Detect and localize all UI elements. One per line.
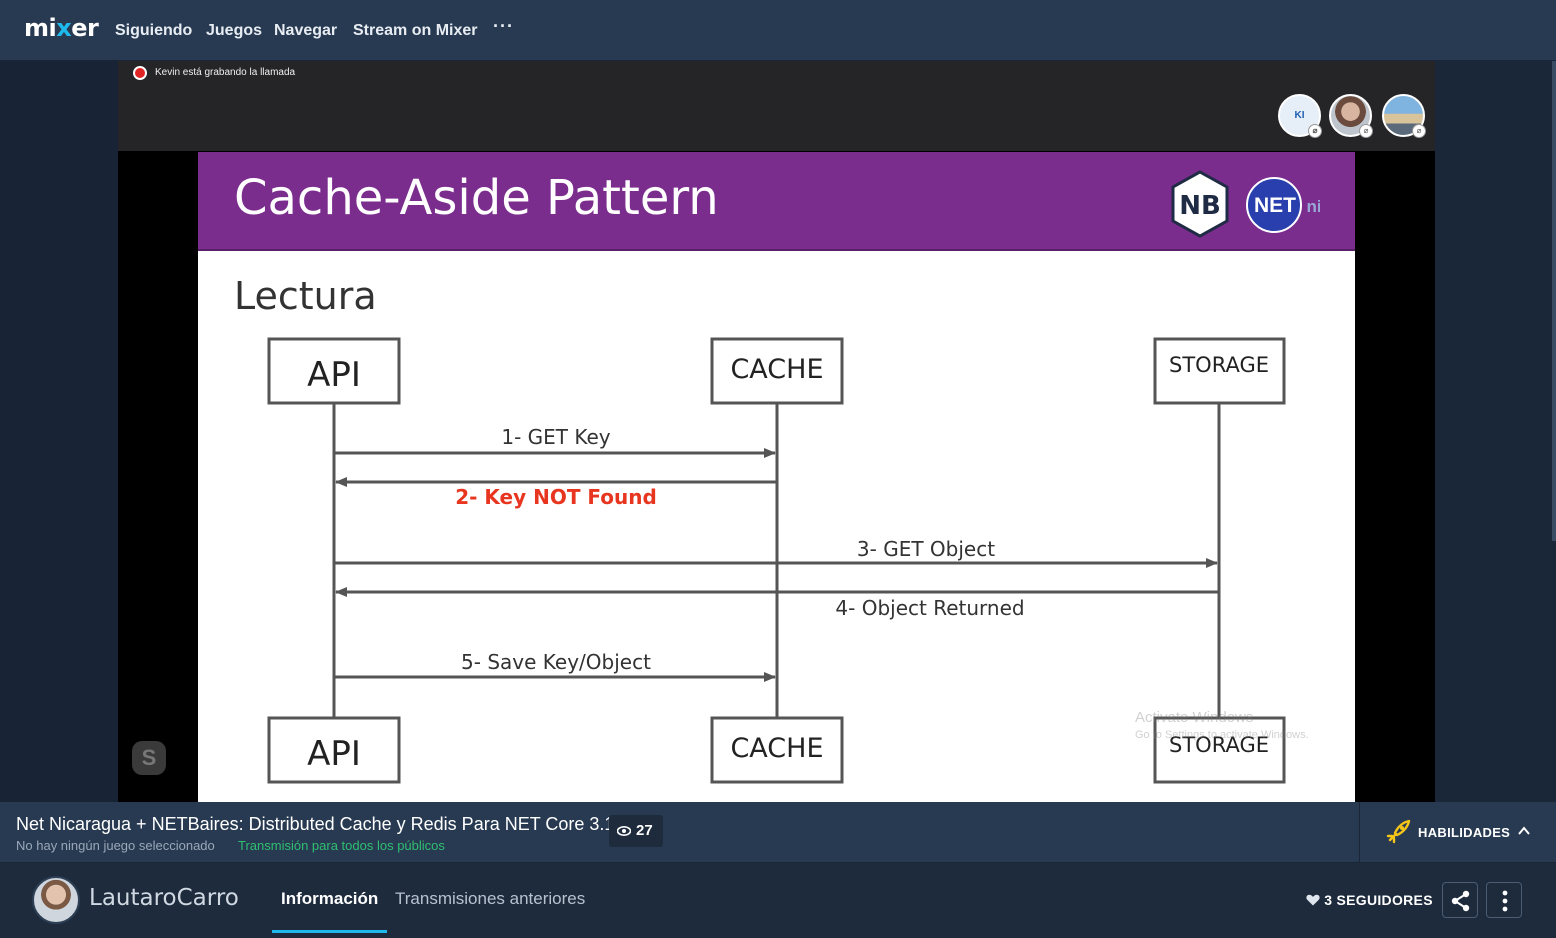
api-box-top-label: API: [307, 355, 361, 395]
nav-navegar[interactable]: Navegar: [274, 22, 338, 39]
viewer-count: 27: [609, 815, 663, 847]
mic-muted-icon: ⌀: [1359, 124, 1373, 138]
viewer-count-value: 27: [636, 822, 653, 839]
active-tab-indicator: [272, 930, 387, 933]
video-player[interactable]: Kevin está grabando la llamada KI⌀ ⌀ ⌀ C…: [118, 61, 1435, 802]
slide-title: Cache-Aside Pattern: [234, 170, 719, 226]
api-box-top: API: [267, 337, 401, 405]
presentation-slide: Cache-Aside Pattern NB NET ni Lectura: [198, 152, 1355, 802]
storage-box-top-label: STORAGE: [1169, 353, 1269, 377]
netni-logo-icon: NET ni: [1246, 177, 1320, 233]
followers-count: 3 SEGUIDORES: [1324, 892, 1433, 908]
chevron-up-icon: [1518, 826, 1530, 835]
rocket-icon: [1386, 819, 1411, 844]
step-4-label: 4- Object Returned: [835, 596, 1024, 620]
api-box-bottom-label: API: [307, 734, 361, 774]
sequence-diagram: API CACHE STORAGE API CACHE STORAGE: [267, 337, 1286, 784]
step-1-label: 1- GET Key: [501, 425, 610, 449]
stream-title: Net Nicaragua + NETBaires: Distributed C…: [16, 814, 615, 834]
cache-box-bottom-label: CACHE: [730, 733, 823, 764]
more-options-button[interactable]: [1486, 882, 1522, 918]
tab-transmisiones-anteriores[interactable]: Transmisiones anteriores: [395, 889, 586, 908]
mic-muted-icon: ⌀: [1412, 124, 1426, 138]
skype-icon: S: [132, 741, 166, 775]
logo-text-a: mi: [24, 14, 57, 42]
logo-text-x: x: [56, 14, 72, 42]
recording-icon: [133, 66, 147, 80]
mic-muted-icon: ⌀: [1308, 124, 1322, 138]
step-3-label: 3- GET Object: [857, 537, 995, 561]
step-5-label: 5- Save Key/Object: [461, 650, 651, 674]
tab-informacion[interactable]: Información: [281, 889, 379, 908]
cache-box-top: CACHE: [710, 337, 844, 405]
storage-box-bottom-label: STORAGE: [1169, 733, 1269, 757]
logo-text-b: er: [71, 14, 99, 42]
heart-icon: [1306, 894, 1320, 906]
kebab-menu-icon: [1502, 890, 1508, 912]
scrollbar[interactable]: [1552, 61, 1556, 541]
api-box-bottom: API: [267, 716, 401, 784]
slide-header: Cache-Aside Pattern NB NET ni: [198, 152, 1355, 251]
ni-logo-text: ni: [1306, 197, 1320, 216]
participant-initials: KI: [1294, 110, 1305, 121]
channel-avatar[interactable]: [32, 876, 80, 924]
game-label[interactable]: No hay ningún juego seleccionado: [16, 838, 215, 853]
channel-profile-bar: LautaroCarro Información Transmisiones a…: [0, 863, 1556, 938]
nav-stream-on-mixer[interactable]: Stream on Mixer: [353, 22, 478, 39]
call-bar: Kevin está grabando la llamada KI⌀ ⌀ ⌀: [118, 61, 1435, 151]
storage-box-top: STORAGE: [1153, 337, 1286, 405]
recording-text: Kevin está grabando la llamada: [155, 67, 296, 78]
side-gutter: [1435, 61, 1556, 802]
eye-icon: [616, 826, 632, 836]
nb-logo-text: NB: [1179, 191, 1221, 221]
net-logo-text: NET: [1254, 194, 1296, 217]
participant-avatar-3: ⌀: [1382, 94, 1426, 138]
section-label: Lectura: [234, 274, 377, 318]
nav-siguiendo[interactable]: Siguiendo: [115, 22, 193, 39]
skills-label: HABILIDADES: [1418, 825, 1511, 840]
audience-label: Transmisión para todos los públicos: [238, 838, 445, 853]
mixer-logo[interactable]: mixer: [24, 14, 99, 42]
more-menu-icon[interactable]: ···: [493, 16, 514, 36]
activate-windows-hint: Go to Settings to activate Windows.: [1135, 729, 1309, 741]
share-icon: [1451, 890, 1470, 912]
stream-info-bar: Net Nicaragua + NETBaires: Distributed C…: [0, 802, 1556, 863]
storage-box-bottom: STORAGE: [1153, 716, 1286, 784]
share-button[interactable]: [1442, 882, 1478, 918]
follow-button[interactable]: 3 SEGUIDORES: [1306, 892, 1433, 908]
cache-box-top-label: CACHE: [730, 354, 823, 385]
top-nav: mixer Siguiendo Juegos Navegar Stream on…: [0, 0, 1556, 61]
nav-juegos[interactable]: Juegos: [206, 22, 263, 39]
skills-button[interactable]: HABILIDADES: [1359, 802, 1556, 863]
channel-name[interactable]: LautaroCarro: [89, 885, 239, 911]
activate-windows-watermark: Activate Windows: [1135, 709, 1254, 726]
participant-avatar-2: ⌀: [1329, 94, 1373, 138]
cache-box-bottom: CACHE: [710, 716, 844, 784]
netbaires-logo-icon: NB: [1171, 170, 1229, 238]
participant-avatar-ki: KI⌀: [1278, 94, 1322, 138]
step-2-label: 2- Key NOT Found: [455, 485, 657, 509]
